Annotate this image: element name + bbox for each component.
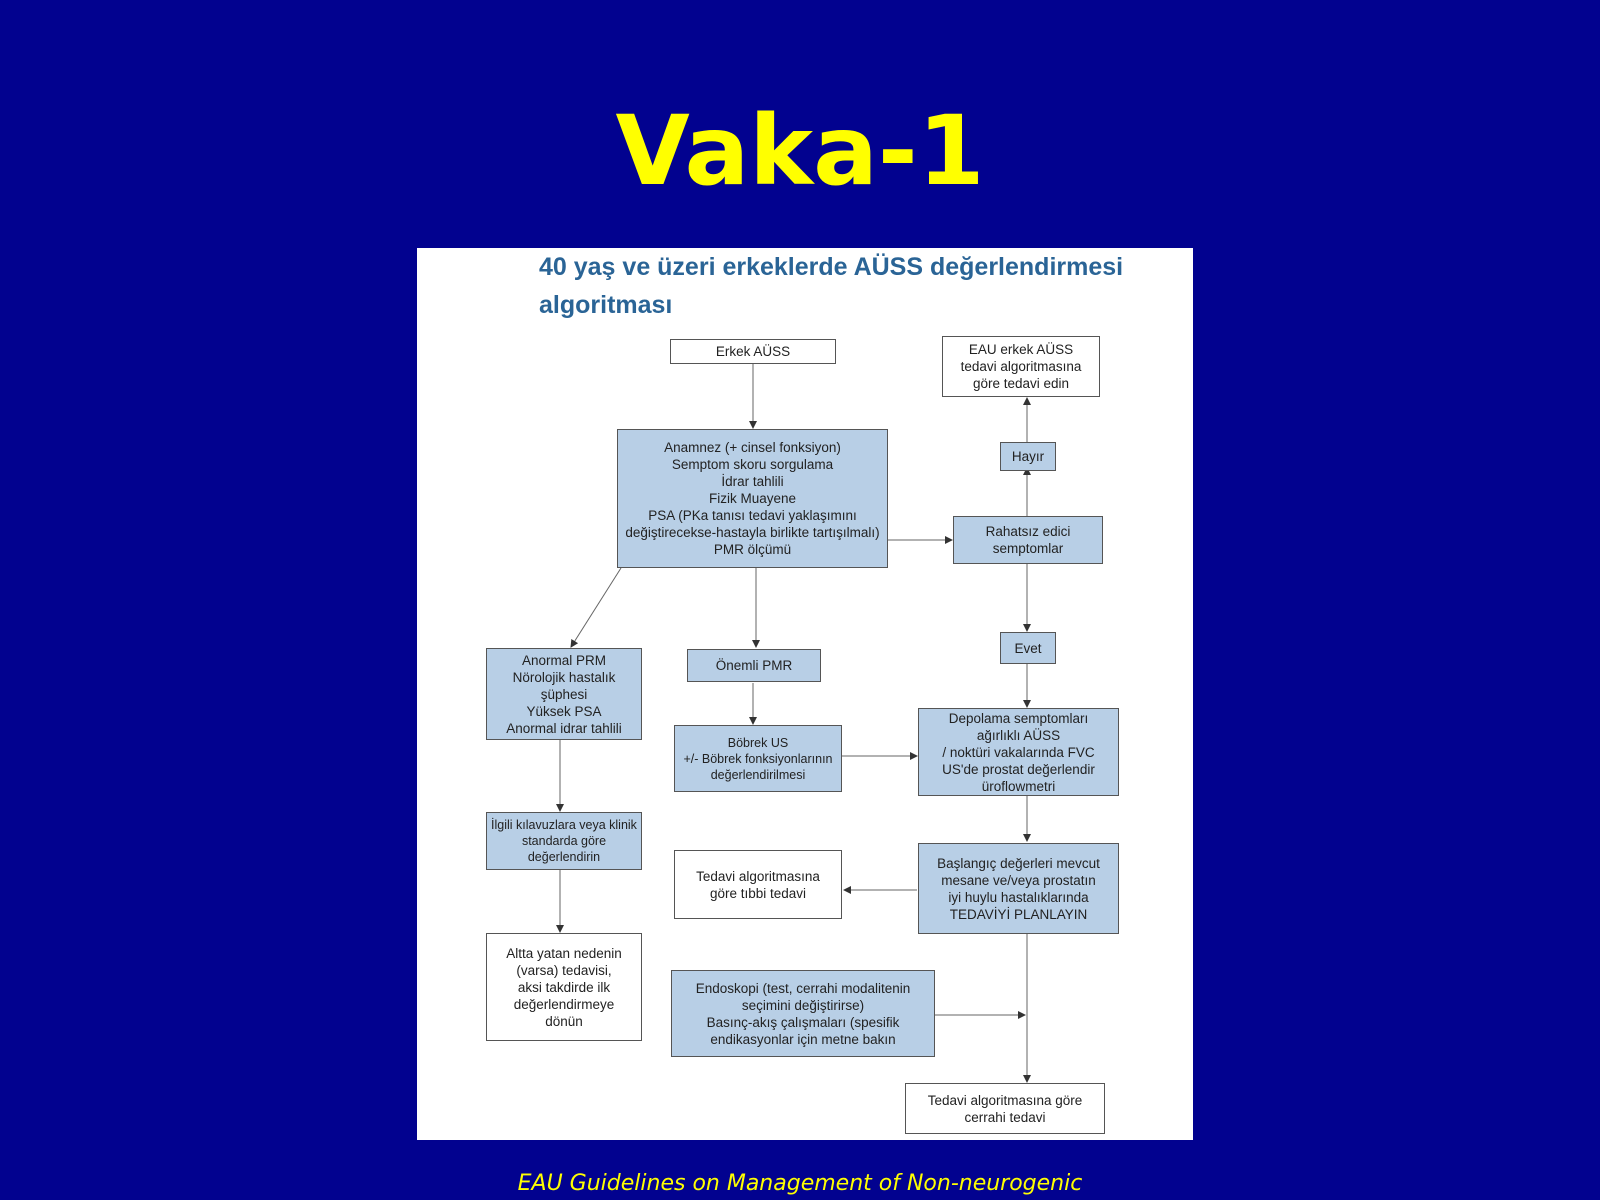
node-tedavi-tibbi: Tedavi algoritmasına göre tıbbi tedavi bbox=[674, 850, 842, 919]
node-evet: Evet bbox=[1000, 632, 1056, 664]
node-eau-tedavi: EAU erkek AÜSS tedavi algoritmasına göre… bbox=[942, 336, 1100, 397]
node-endoskopi: Endoskopi (test, cerrahi modalitenin seç… bbox=[671, 970, 935, 1057]
flowchart-arrows bbox=[556, 364, 1031, 1083]
node-altta: Altta yatan nedenin (varsa) tedavisi, ak… bbox=[486, 933, 642, 1041]
node-hayir: Hayır bbox=[1000, 442, 1056, 471]
node-anormal: Anormal PRM Nörolojik hastalık şüphesi Y… bbox=[486, 648, 642, 740]
node-erkek-auss: Erkek AÜSS bbox=[670, 339, 836, 364]
slide-footer: EAU Guidelines on Management of Non-neur… bbox=[517, 1171, 1083, 1196]
node-cerrahi: Tedavi algoritmasına göre cerrahi tedavi bbox=[905, 1083, 1105, 1134]
node-depolama: Depolama semptomları ağırlıklı AÜSS / no… bbox=[918, 708, 1119, 796]
slide-title: Vaka-1 bbox=[615, 95, 985, 207]
node-anamnez: Anamnez (+ cinsel fonksiyon) Semptom sko… bbox=[617, 429, 888, 568]
node-baslangic: Başlangıç değerleri mevcut mesane ve/vey… bbox=[918, 843, 1119, 934]
node-bobrek: Böbrek US +/- Böbrek fonksiyonlarının de… bbox=[674, 725, 842, 792]
node-rahatsiz: Rahatsız edici semptomlar bbox=[953, 516, 1103, 564]
flowchart-figure: 40 yaş ve üzeri erkeklerde AÜSS değerlen… bbox=[417, 248, 1193, 1140]
arrow-anamnez-to-anormal bbox=[570, 567, 622, 648]
node-ilgili: İlgili kılavuzlara veya klinik standarda… bbox=[486, 812, 642, 870]
node-onemli-pmr: Önemli PMR bbox=[687, 649, 821, 682]
flowchart-title: 40 yaş ve üzeri erkeklerde AÜSS değerlen… bbox=[539, 253, 1124, 319]
